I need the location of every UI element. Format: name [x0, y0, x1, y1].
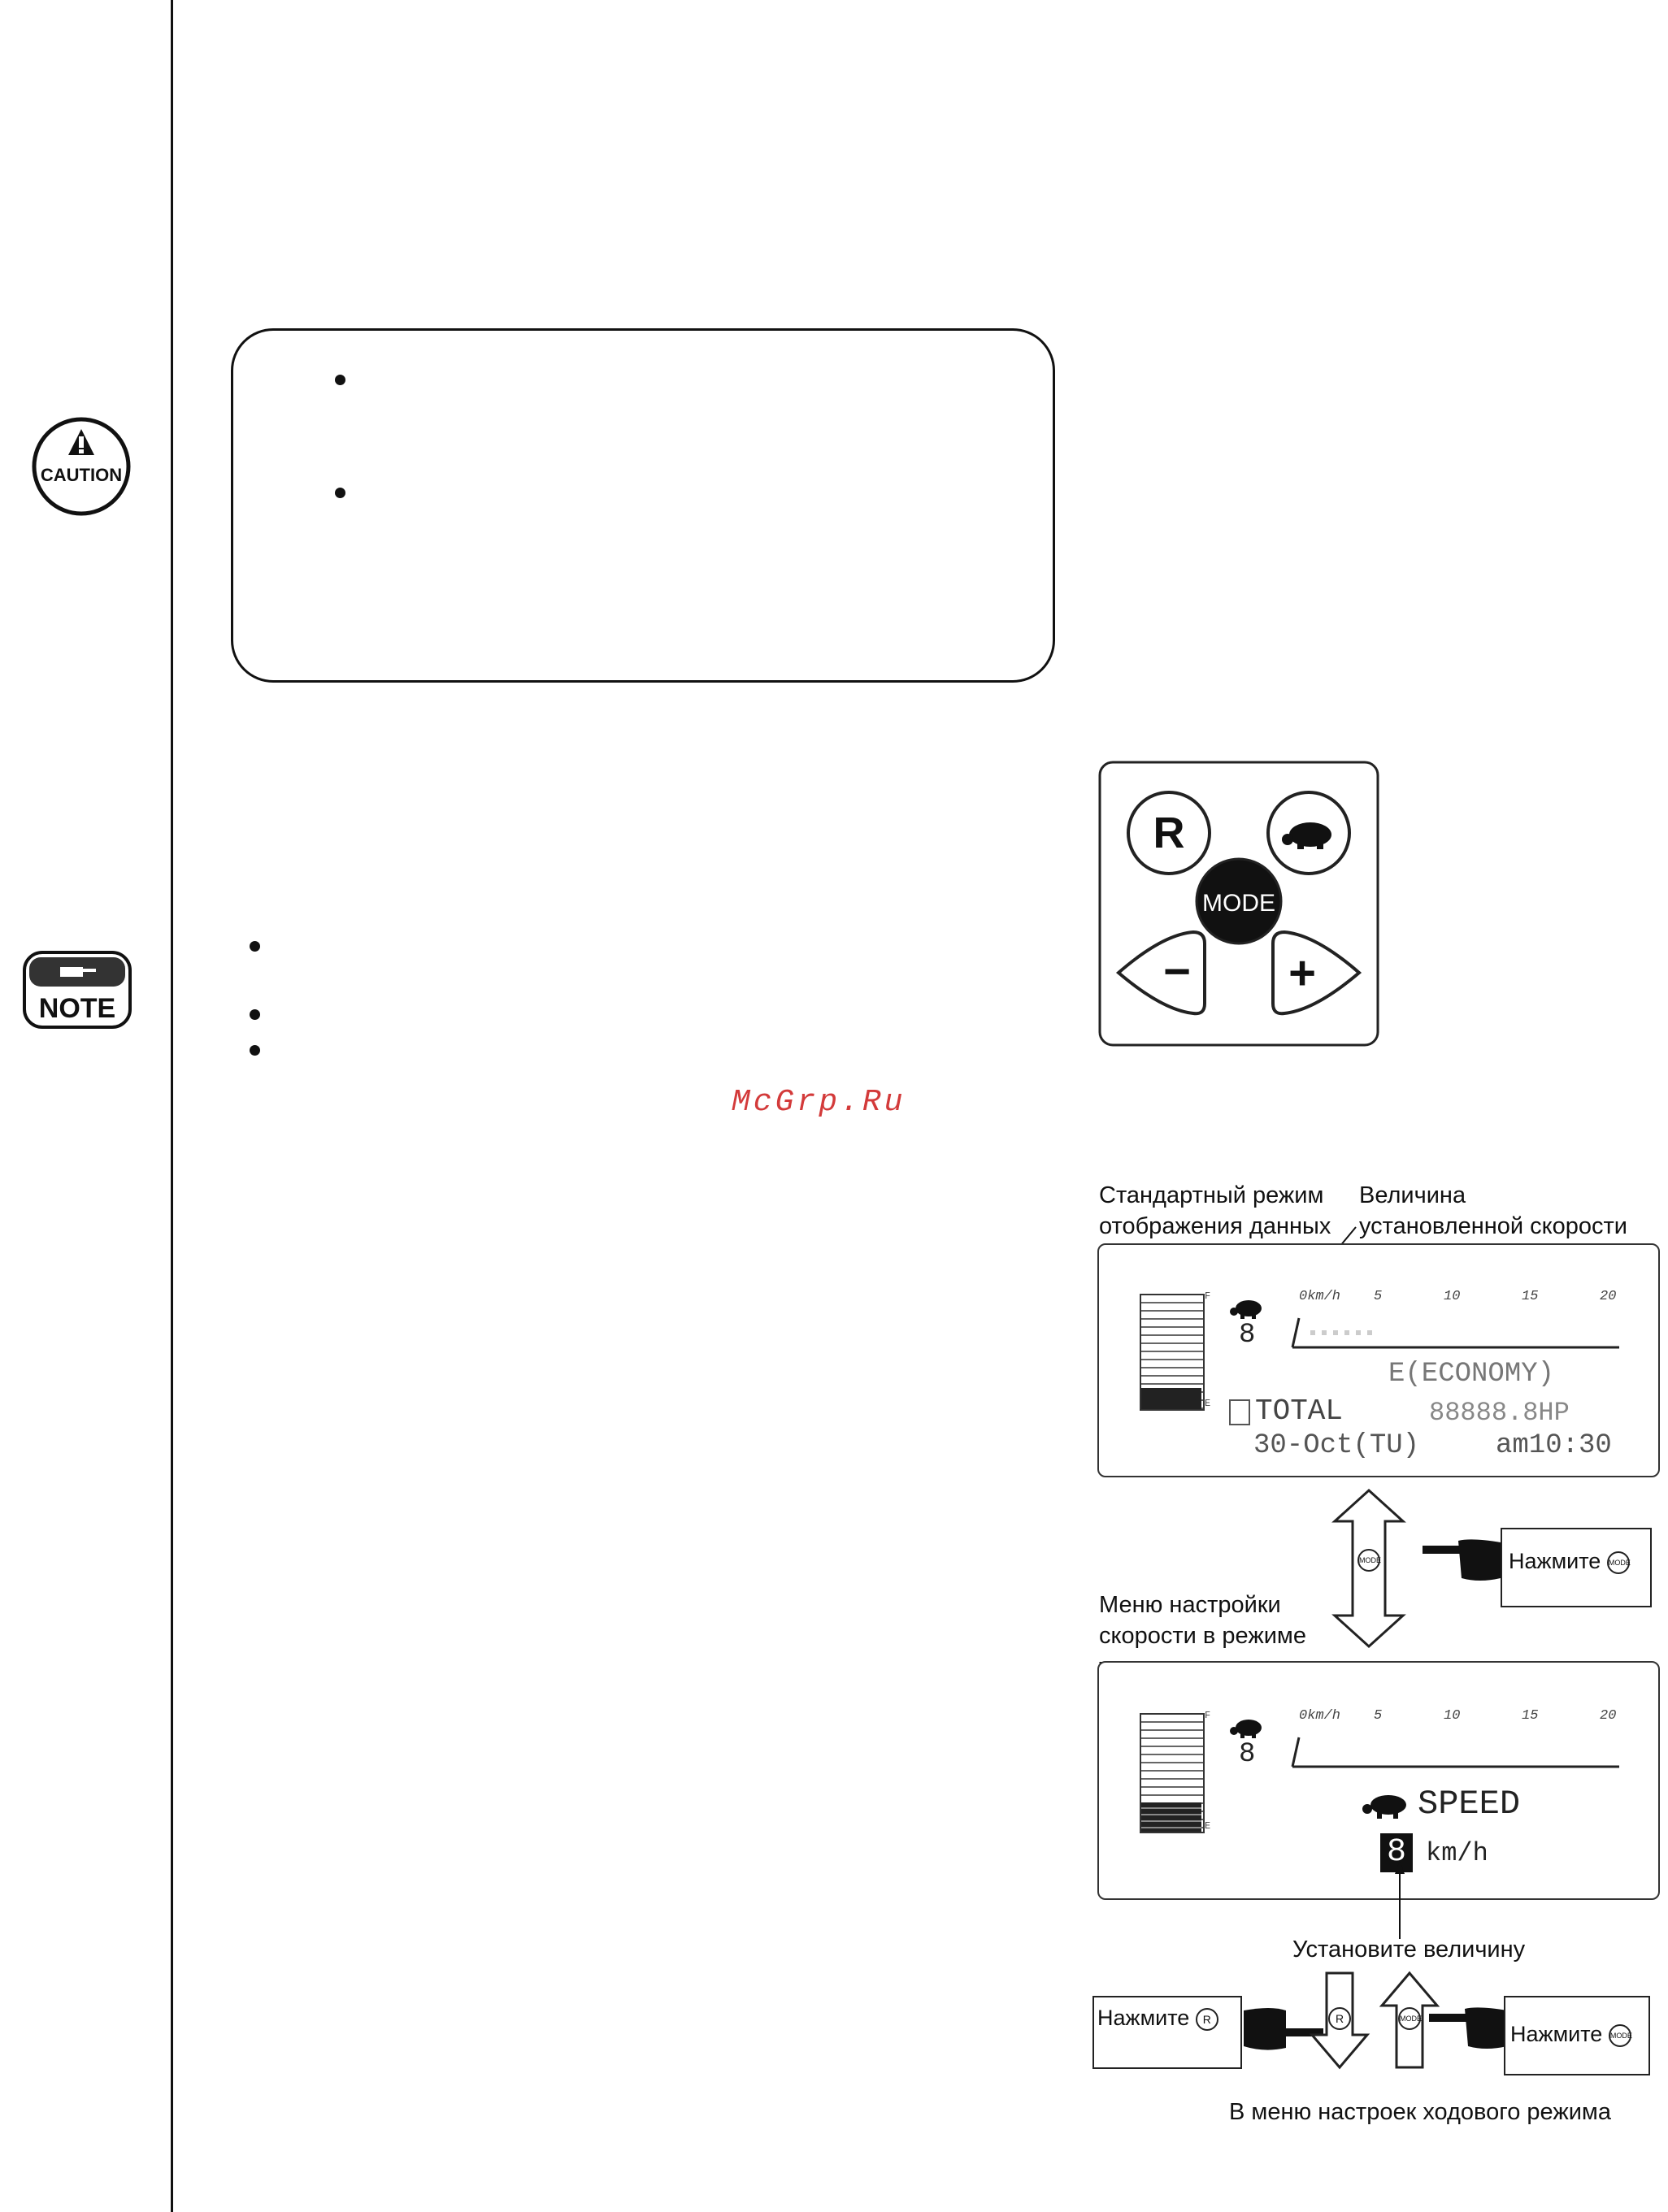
scale-label-5: 5: [1374, 1289, 1383, 1304]
speed-bar-line: [1291, 1737, 1619, 1768]
speed-label: SPEED: [1418, 1785, 1521, 1824]
turtle-speed-value: 8: [1239, 1320, 1256, 1351]
note-text: NOTE: [39, 993, 115, 1024]
scale-label-10: 10: [1444, 1708, 1461, 1724]
scale-label-10: 10: [1444, 1289, 1461, 1304]
caution-text: CAUTION: [41, 465, 122, 485]
date-text: 30-Oct(TU): [1253, 1430, 1420, 1461]
scale-label-0: 0km/h: [1299, 1708, 1341, 1724]
scale-label-20: 20: [1600, 1708, 1617, 1724]
total-checkbox: [1229, 1399, 1250, 1425]
fuel-gauge-low-fill: [1141, 1802, 1201, 1832]
economy-mode-text: E(ECONOMY): [1388, 1359, 1555, 1390]
press-label: Нажмите: [1097, 2006, 1190, 2030]
press-label: Нажмите: [1510, 2022, 1603, 2046]
total-label: TOTAL: [1255, 1394, 1344, 1428]
turtle-icon: [1282, 822, 1331, 849]
mode-button-icon: MODE: [1357, 1549, 1381, 1572]
press-label: Нажмите: [1509, 1549, 1601, 1573]
set-value-pointer: [1395, 1861, 1405, 1939]
r-button-label: R: [1153, 809, 1185, 857]
caution-icon: CAUTION: [29, 414, 133, 518]
r-button-icon: R: [1195, 2007, 1218, 2031]
total-value: 88888.8HP: [1429, 1398, 1570, 1428]
speed-bar-line: [1291, 1317, 1619, 1349]
travel-menu-label: В меню настроек ходового режима: [1229, 2099, 1611, 2125]
fuel-e-label: E: [1205, 1820, 1211, 1832]
turtle-button[interactable]: [1266, 791, 1351, 875]
set-speed-value-label: Величина установленной скорости: [1359, 1182, 1627, 1239]
press-r-box: Нажмите R: [1092, 1996, 1242, 2069]
note-bullet-3: [250, 1045, 260, 1056]
fuel-gauge-low-fill: [1141, 1388, 1201, 1409]
press-mode-box-bottom: Нажмите MODE: [1504, 1996, 1650, 2075]
caution-bullet-1: [335, 375, 345, 385]
scale-label-15: 15: [1522, 1708, 1539, 1724]
r-button[interactable]: R: [1127, 791, 1211, 875]
mode-button-icon: MODE: [1606, 1551, 1631, 1574]
fuel-e-label: E: [1205, 1398, 1211, 1409]
lcd-screen-speed-menu: F E 8 0km/h 5 10 15 20 SPEED 8 km/h: [1097, 1661, 1660, 1900]
mode-button[interactable]: MODE: [1195, 857, 1283, 945]
watermark: McGrp.Ru: [732, 1085, 906, 1120]
lcd-screen-standard: F E 8 0km/h 5 10 15 20 E(ECONOMY) TOTAL …: [1097, 1243, 1660, 1477]
keypad-panel: R MODE − +: [1097, 760, 1380, 1047]
note-bullet-1: [250, 941, 260, 952]
note-bullet-2: [250, 1009, 260, 1020]
standard-mode-label: Стандартный режим отображения данных: [1099, 1182, 1331, 1239]
pointing-hand-icon: [1429, 2007, 1507, 2049]
scale-label-0: 0km/h: [1299, 1289, 1341, 1304]
time-text: am10:30: [1496, 1430, 1612, 1461]
speed-unit: km/h: [1426, 1838, 1488, 1868]
plus-button[interactable]: +: [1271, 930, 1362, 1016]
fuel-f-label: F: [1205, 1290, 1211, 1302]
note-icon: NOTE: [21, 949, 133, 1030]
press-mode-box-top: Нажмите MODE: [1501, 1528, 1652, 1607]
caution-box: [231, 328, 1055, 683]
scale-label-5: 5: [1374, 1708, 1383, 1724]
pointing-hand-icon: [1244, 2008, 1323, 2050]
plus-button-label: +: [1288, 947, 1316, 1000]
minus-button[interactable]: −: [1115, 930, 1206, 1016]
turtle-icon: [1230, 1720, 1262, 1738]
mode-button-icon: MODE: [1398, 2007, 1422, 2030]
fuel-f-label: F: [1205, 1710, 1211, 1721]
margin-rule: [171, 0, 173, 2212]
speed-value-box[interactable]: 8: [1380, 1833, 1413, 1872]
scale-label-20: 20: [1600, 1289, 1617, 1304]
mode-button-label: MODE: [1202, 890, 1275, 917]
turtle-speed-value: 8: [1239, 1739, 1256, 1770]
scale-label-15: 15: [1522, 1289, 1539, 1304]
turtle-icon: [1362, 1795, 1406, 1819]
mode-button-icon: MODE: [1608, 2023, 1632, 2047]
set-value-label: Установите величину: [1292, 1937, 1526, 1963]
caution-bullet-2: [335, 488, 345, 498]
pointing-hand-icon: [1423, 1539, 1501, 1581]
minus-button-label: −: [1163, 945, 1191, 998]
turtle-icon: [1230, 1300, 1262, 1319]
r-button-icon: R: [1328, 2007, 1351, 2030]
